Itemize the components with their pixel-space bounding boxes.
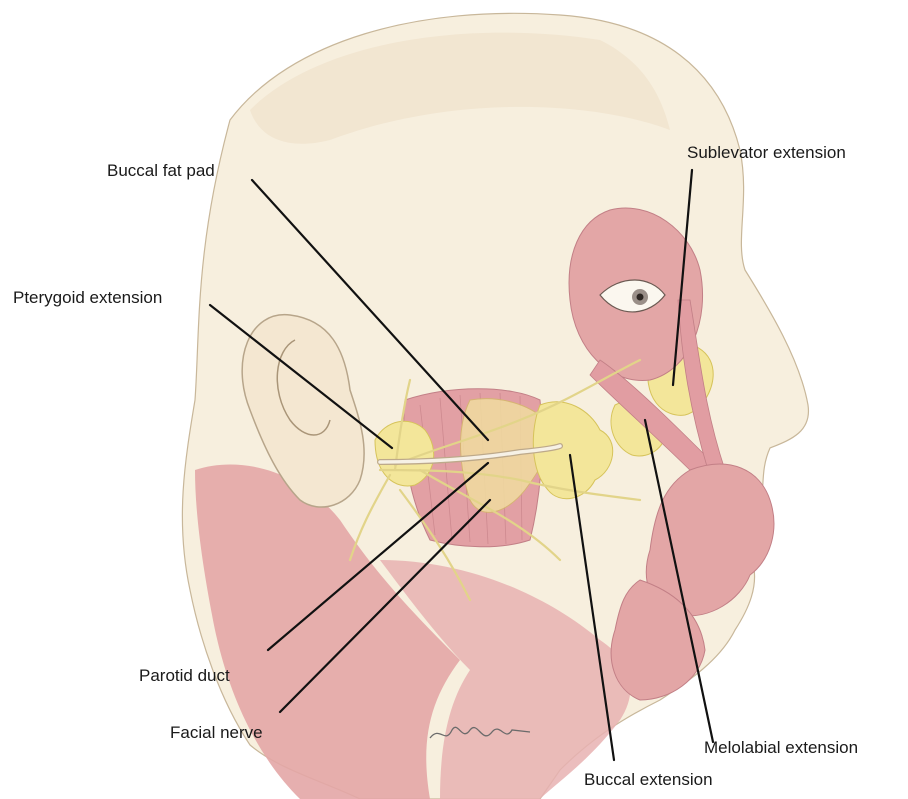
label-buccal-fat-pad: Buccal fat pad: [107, 161, 215, 181]
label-parotid-duct: Parotid duct: [139, 666, 230, 686]
label-pterygoid-extension: Pterygoid extension: [13, 288, 162, 308]
label-facial-nerve: Facial nerve: [170, 723, 263, 743]
label-buccal-extension: Buccal extension: [584, 770, 713, 790]
label-sublevator-extension: Sublevator extension: [687, 143, 846, 163]
label-melolabial-extension: Melolabial extension: [704, 738, 858, 758]
